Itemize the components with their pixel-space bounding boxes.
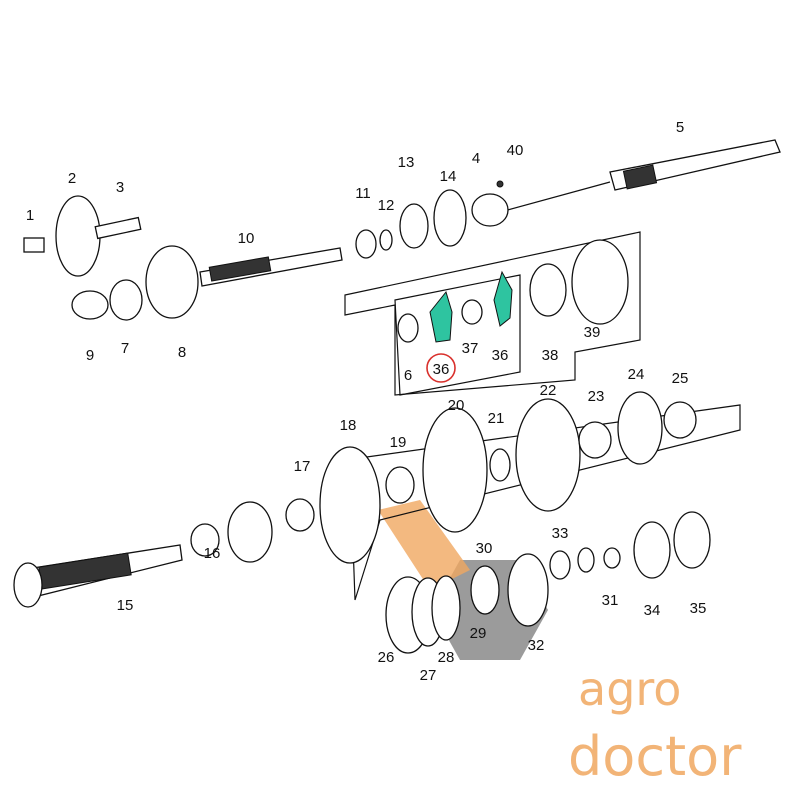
label-32: 32 [528,637,545,654]
logo-arrow-icon [378,500,470,590]
part-12-ring [379,229,393,251]
part-2-gear [55,195,101,277]
logo-text-doctor: doctor [568,725,742,788]
label-10: 10 [238,230,255,247]
label-4: 4 [472,150,480,167]
label-37: 37 [462,340,479,357]
part-9-bushing [71,290,109,320]
part-6-bushing [397,313,419,343]
part-16-bearing [227,501,273,563]
label-24: 24 [628,366,645,383]
label-23: 23 [588,388,605,405]
label-11: 11 [355,185,371,202]
label-7: 7 [121,340,129,357]
part-15-shaft [13,544,183,608]
part-25-bearing [663,401,697,439]
part-23-bushing [578,421,612,459]
part-34-gasket [633,521,671,579]
highlight-circle [426,353,456,383]
label-9: 9 [86,347,94,364]
part-11-bearing [355,229,377,259]
logo-text: agro doctor [568,662,742,788]
part-labels: 1 2 3 4 5 6 7 8 9 10 11 12 13 14 36 37 3… [26,119,707,684]
part-30-ring [470,565,500,615]
logo-text-agro: agro [578,662,681,716]
part-13-washer [399,203,429,249]
part-4-bearing [471,193,509,227]
label-6: 6 [404,367,412,384]
label-18: 18 [340,417,357,434]
part-39-disc [571,239,629,325]
part-18-gear [319,446,381,564]
part-40-nipple [496,180,504,188]
part-1-pin [23,237,45,253]
part-36-gasket-highlighted [429,290,453,343]
label-31: 31 [602,592,619,609]
part-14-flange [433,189,467,247]
part-24-gear [617,391,663,465]
part-3-pin [94,216,142,240]
label-21: 21 [488,410,505,427]
label-27: 27 [420,667,437,684]
part-32-cover [507,553,549,627]
group-frame-36 [394,274,521,396]
part-36-gasket [493,270,513,327]
part-33-bearing [549,550,571,580]
part-33-ring [577,547,595,573]
label-8: 8 [178,344,186,361]
part-22-gear [515,398,581,512]
part-7-gear [109,279,143,321]
part-20-gear [422,407,488,533]
label-40: 40 [507,142,524,159]
label-35: 35 [690,600,707,617]
part-31-nut [603,547,621,569]
label-39: 39 [584,324,601,341]
label-22: 22 [540,382,557,399]
part-37-bushing [461,299,483,325]
label-34: 34 [644,602,661,619]
label-16: 16 [204,545,221,562]
part-8-gear [145,245,199,319]
part-19-bushing [385,466,415,504]
part-16-bushing [190,523,220,557]
part-28-plate [431,575,461,641]
part-10-shaft [199,247,343,287]
label-30: 30 [476,540,493,557]
label-12: 12 [378,197,395,214]
group-frame-upper [344,231,641,396]
label-2: 2 [68,170,76,187]
label-15: 15 [117,597,134,614]
label-36-highlighted: 36 [433,361,450,378]
label-1: 1 [26,207,34,224]
label-25: 25 [672,370,689,387]
label-38: 38 [542,347,559,364]
label-3: 3 [116,179,124,196]
label-26: 26 [378,649,395,666]
part-21-ring [489,448,511,482]
label-20: 20 [448,397,465,414]
label-13: 13 [398,154,415,171]
label-14: 14 [440,168,457,185]
part-17-ring [285,498,315,532]
label-33: 33 [552,525,569,542]
label-19: 19 [390,434,407,451]
part-35-cover [673,511,711,569]
part-5-shaft [499,139,781,213]
label-29: 29 [470,625,487,642]
label-5: 5 [676,119,684,136]
label-17: 17 [294,458,311,475]
part-38-hub [529,263,567,317]
label-36: 36 [492,347,509,364]
label-28: 28 [438,649,455,666]
